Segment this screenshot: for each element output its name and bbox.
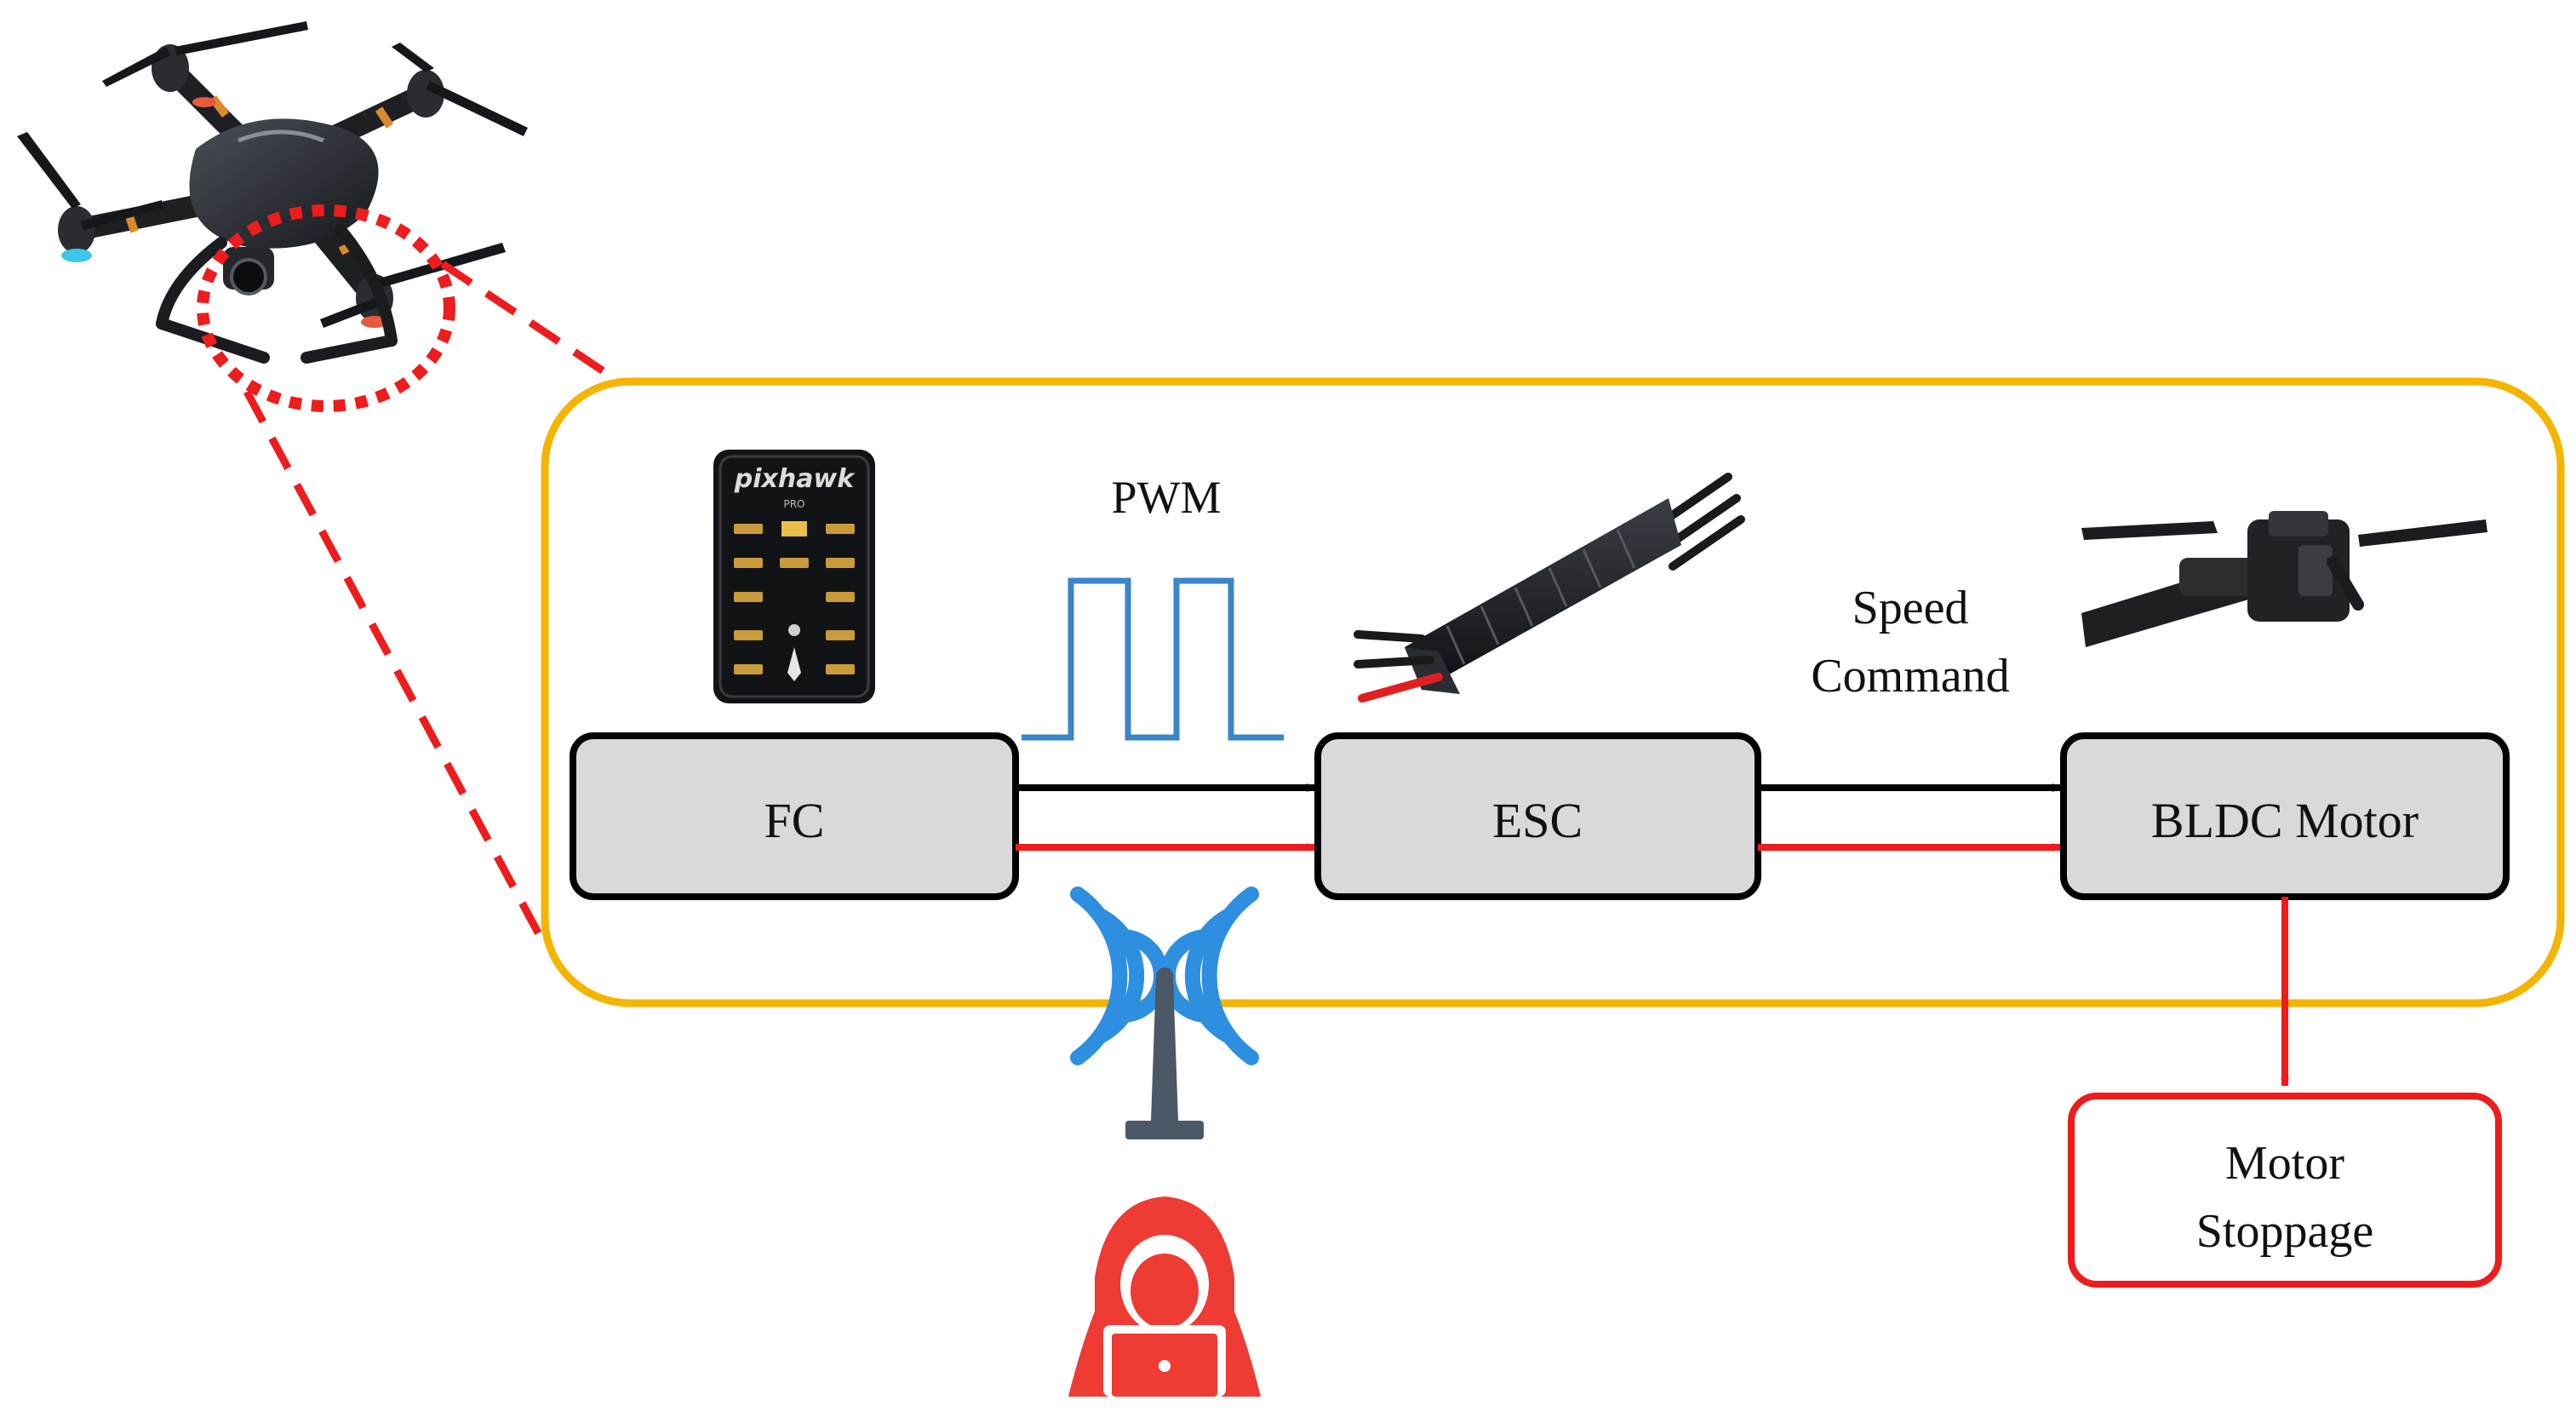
hacker-icon xyxy=(1068,1196,1261,1397)
esc-block: ESC xyxy=(1314,732,1761,900)
antenna-icon xyxy=(1070,887,1259,1139)
fc-label: FC xyxy=(764,793,825,848)
pwm-signal-icon xyxy=(1022,577,1284,741)
highlight-circle xyxy=(197,204,455,412)
motor-stoppage-label-1: Motor xyxy=(2225,1137,2344,1190)
motor-stoppage-label-2: Stoppage xyxy=(2196,1205,2373,1258)
zoom-lines xyxy=(243,261,611,948)
drone-icon xyxy=(17,21,528,364)
speed-command-label-2: Command xyxy=(1811,650,2009,703)
speed-command-label-1: Speed xyxy=(1852,582,1969,634)
esc-label: ESC xyxy=(1492,793,1583,848)
esc-module-icon xyxy=(1354,473,1745,703)
pwm-label: PWM xyxy=(1111,472,1221,523)
fc-block: FC xyxy=(570,732,1019,900)
bldc-motor-label: BLDC Motor xyxy=(2151,793,2419,848)
system-enclosure xyxy=(541,377,2565,1007)
pixhawk-sub: PRO xyxy=(783,498,804,510)
pixhawk-logo: pixhawk xyxy=(734,464,856,494)
bldc-motor-arm-icon xyxy=(2081,511,2487,647)
pixhawk-board-icon: pixhawk PRO xyxy=(713,450,875,703)
motor-stoppage-block: Motor Stoppage xyxy=(2068,1093,2502,1288)
bldc-motor-block: BLDC Motor xyxy=(2060,732,2510,900)
